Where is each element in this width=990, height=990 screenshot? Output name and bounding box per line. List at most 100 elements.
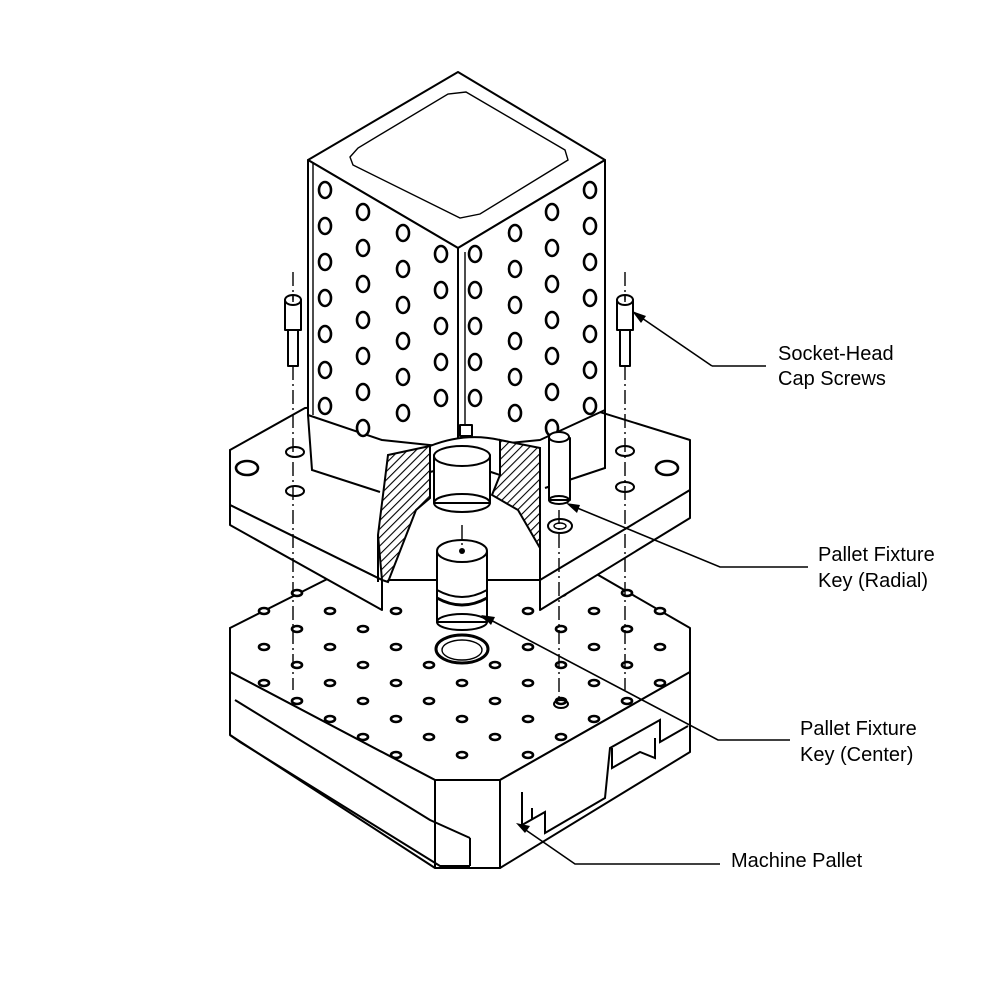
pallet-hole bbox=[620, 624, 634, 634]
right-cap-screw bbox=[616, 294, 634, 367]
pallet-hole bbox=[422, 696, 436, 706]
tombstone-hole bbox=[355, 202, 371, 222]
pallet-hole bbox=[356, 732, 370, 742]
pallet-hole bbox=[323, 642, 337, 652]
tombstone-hole bbox=[355, 238, 371, 258]
pallet-hole bbox=[290, 660, 304, 670]
tombstone-hole bbox=[317, 216, 333, 236]
tombstone-hole bbox=[433, 352, 449, 372]
tombstone-hole bbox=[355, 382, 371, 402]
pallet-hole bbox=[653, 642, 667, 652]
left-cap-screw bbox=[284, 294, 302, 367]
pallet-hole bbox=[257, 678, 271, 688]
pallet-hole-grid bbox=[257, 588, 667, 760]
pallet-hole bbox=[356, 696, 370, 706]
tombstone-hole bbox=[395, 367, 411, 387]
pallet-hole bbox=[290, 696, 304, 706]
tombstone-hole bbox=[582, 324, 598, 344]
tombstone-hole bbox=[582, 396, 598, 416]
tombstone-hole bbox=[395, 259, 411, 279]
tombstone-top-pad bbox=[349, 91, 569, 219]
pallet-hole bbox=[455, 750, 469, 760]
leader-lines bbox=[481, 311, 808, 865]
tombstone-hole bbox=[582, 180, 598, 200]
tombstone-hole bbox=[582, 360, 598, 380]
cutaway-section bbox=[376, 424, 541, 610]
pallet-hole bbox=[587, 606, 601, 616]
tombstone-hole bbox=[507, 331, 523, 351]
tombstone-hole bbox=[507, 367, 523, 387]
pallet-hole bbox=[521, 714, 535, 724]
tombstone-hole bbox=[467, 388, 483, 408]
pallet-hole bbox=[389, 606, 403, 616]
tombstone-hole bbox=[433, 244, 449, 264]
pallet-hole bbox=[389, 714, 403, 724]
tombstone-hole bbox=[355, 346, 371, 366]
tombstone-hole bbox=[317, 396, 333, 416]
tombstone-hole bbox=[317, 324, 333, 344]
pallet-right-face bbox=[499, 671, 691, 869]
tombstone-hole bbox=[317, 180, 333, 200]
pallet-hole bbox=[455, 678, 469, 688]
tombstone-hole bbox=[467, 280, 483, 300]
pallet-hole bbox=[356, 660, 370, 670]
tombstone-hole bbox=[433, 280, 449, 300]
pallet-hole bbox=[389, 750, 403, 760]
pallet-hole bbox=[554, 660, 568, 670]
pallet-hole bbox=[422, 732, 436, 742]
pallet-hole bbox=[389, 678, 403, 688]
label-key-center-1: Pallet Fixture bbox=[800, 718, 917, 740]
pallet-hole bbox=[587, 642, 601, 652]
label-cap-screws-2: Cap Screws bbox=[778, 368, 886, 390]
tombstone-hole bbox=[507, 403, 523, 423]
tombstone-hole bbox=[544, 346, 560, 366]
tombstone-hole bbox=[355, 274, 371, 294]
tombstone-hole bbox=[544, 382, 560, 402]
tombstone-hole bbox=[467, 316, 483, 336]
pallet-hole bbox=[653, 606, 667, 616]
tombstone-hole bbox=[507, 223, 523, 243]
tombstone-hole bbox=[395, 223, 411, 243]
pallet-hole bbox=[587, 714, 601, 724]
pallet-hole bbox=[290, 588, 304, 598]
tombstone-hole bbox=[544, 274, 560, 294]
label-cap-screws-1: Socket-Head bbox=[778, 343, 894, 365]
pallet-hole bbox=[554, 624, 568, 634]
pallet-hole bbox=[488, 660, 502, 670]
pallet-hole bbox=[488, 696, 502, 706]
pallet-hole bbox=[257, 606, 271, 616]
tombstone-hole bbox=[395, 403, 411, 423]
pallet-hole bbox=[323, 678, 337, 688]
pallet-hole bbox=[356, 624, 370, 634]
pallet-hole bbox=[389, 642, 403, 652]
tombstone-hole bbox=[544, 310, 560, 330]
pallet-hole bbox=[653, 678, 667, 688]
pallet-hole bbox=[290, 624, 304, 634]
pallet-hole bbox=[257, 642, 271, 652]
tombstone-left-face bbox=[307, 159, 459, 449]
label-key-center-2: Key (Center) bbox=[800, 744, 914, 766]
tombstone-hole bbox=[395, 331, 411, 351]
pallet-hole bbox=[323, 606, 337, 616]
tombstone-hole bbox=[433, 316, 449, 336]
tombstone-hole bbox=[467, 352, 483, 372]
tombstone-hole bbox=[355, 310, 371, 330]
tombstone-hole bbox=[544, 238, 560, 258]
tombstone-hole bbox=[467, 244, 483, 264]
tombstone-hole bbox=[317, 252, 333, 272]
pallet-hole bbox=[521, 606, 535, 616]
tombstone-hole bbox=[582, 216, 598, 236]
pallet-hole bbox=[521, 642, 535, 652]
tombstone-hole bbox=[317, 360, 333, 380]
pallet-hole bbox=[455, 714, 469, 724]
tombstone-hole bbox=[433, 388, 449, 408]
pallet-t-slot bbox=[521, 718, 689, 835]
pallet-hole bbox=[521, 678, 535, 688]
label-key-radial-2: Key (Radial) bbox=[818, 570, 929, 592]
pallet-hole bbox=[488, 732, 502, 742]
tombstone-hole-pattern bbox=[317, 180, 598, 438]
pallet-hole bbox=[521, 750, 535, 760]
label-key-radial-1: Pallet Fixture bbox=[818, 544, 935, 566]
